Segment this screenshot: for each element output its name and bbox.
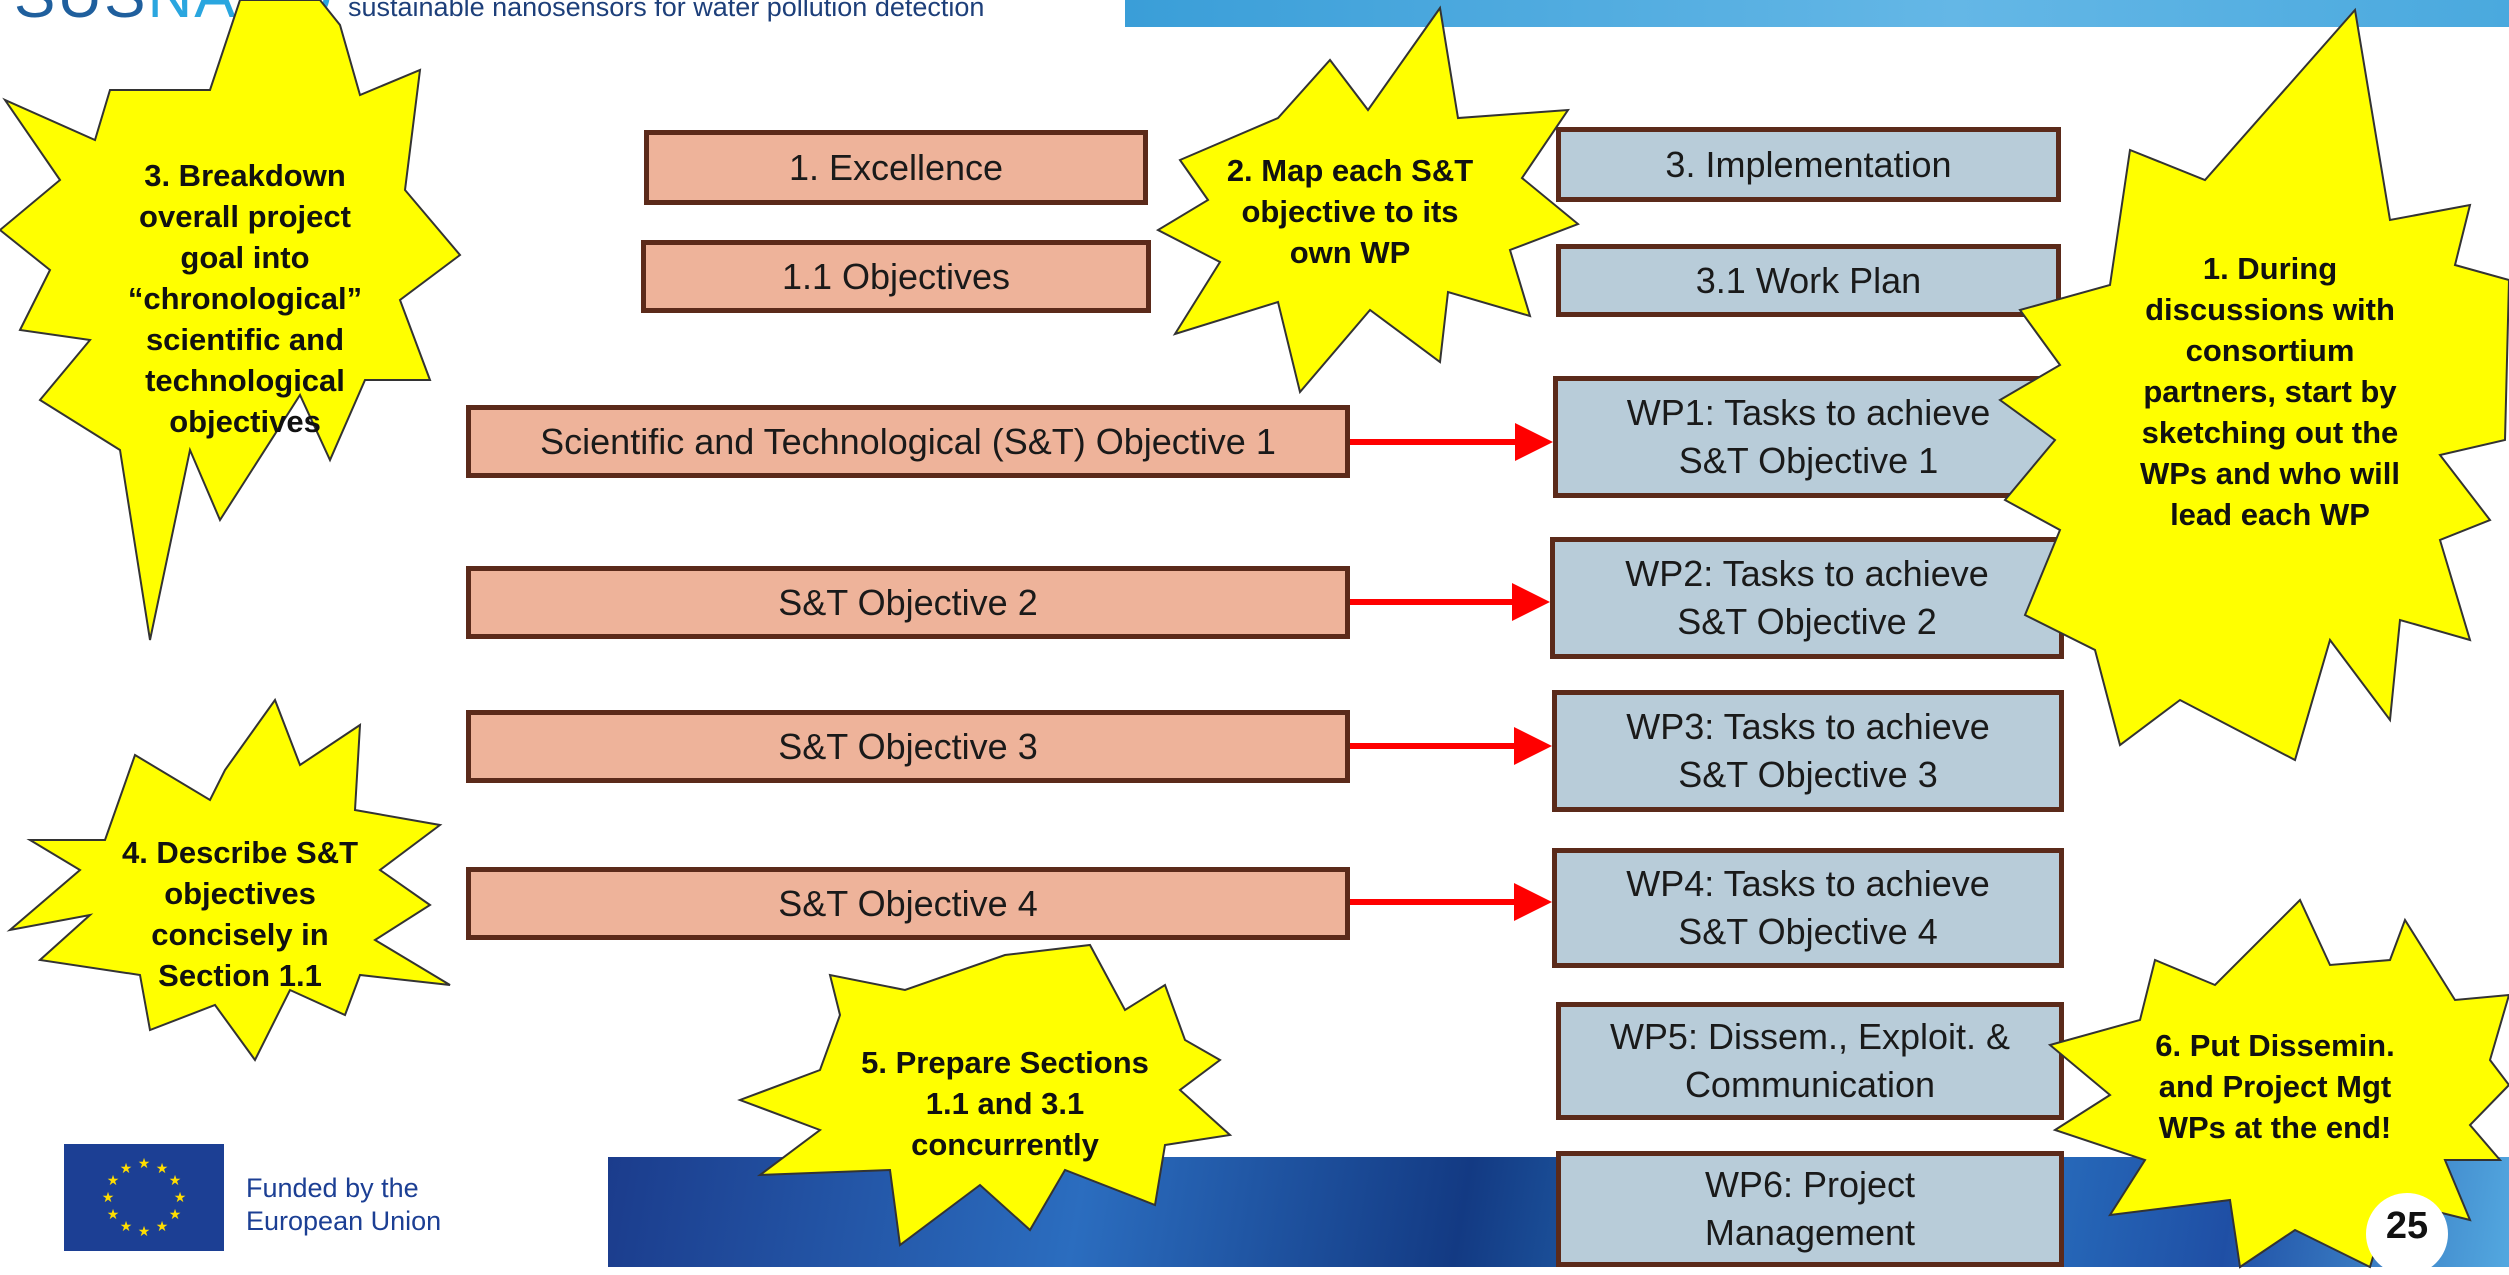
st-objective-1-box: Scientific and Technological (S&T) Objec… xyxy=(466,405,1350,478)
st-objective-3-box: S&T Objective 3 xyxy=(466,710,1350,783)
objectives-box: 1.1 Objectives xyxy=(641,240,1151,313)
starburst-callout-4 xyxy=(6,697,451,1062)
svg-text:★: ★ xyxy=(169,1173,182,1189)
svg-text:★: ★ xyxy=(107,1207,120,1223)
svg-text:★: ★ xyxy=(174,1190,187,1206)
st-objective-4-box: S&T Objective 4 xyxy=(466,867,1350,940)
starburst-callout-5 xyxy=(737,943,1233,1247)
st-objective-2-box: S&T Objective 2 xyxy=(466,566,1350,639)
starburst-callout-3 xyxy=(0,0,462,641)
funding-statement: Funded by the European Union xyxy=(246,1173,442,1236)
svg-text:★: ★ xyxy=(107,1173,120,1189)
svg-text:★: ★ xyxy=(156,1161,169,1177)
svg-text:★: ★ xyxy=(156,1219,169,1235)
svg-text:★: ★ xyxy=(120,1219,133,1235)
implementation-box: 3. Implementation xyxy=(1556,127,2061,202)
svg-text:★: ★ xyxy=(102,1190,115,1206)
page-number-circle xyxy=(2366,1193,2448,1275)
starburst-callout-2 xyxy=(1155,5,1580,395)
starburst-callout-1 xyxy=(1998,7,2509,762)
svg-text:★: ★ xyxy=(120,1161,133,1177)
svg-text:★: ★ xyxy=(169,1207,182,1223)
header-banner xyxy=(1125,0,2509,27)
starburst-callout-6 xyxy=(2047,898,2509,1269)
page-number: 25 xyxy=(2385,1205,2429,1247)
work-plan-box: 3.1 Work Plan xyxy=(1556,244,2061,317)
svg-text:★: ★ xyxy=(138,1156,151,1172)
eu-flag-icon: ★ ★ ★ ★ ★ ★ ★ ★ ★ ★ ★ ★ xyxy=(64,1144,224,1251)
wp5-box: WP5: Dissem., Exploit. &Communication xyxy=(1556,1002,2064,1120)
excellence-box: 1. Excellence xyxy=(644,130,1148,205)
svg-text:★: ★ xyxy=(138,1224,151,1240)
project-tagline: sustainable nanosensors for water pollut… xyxy=(348,0,985,22)
